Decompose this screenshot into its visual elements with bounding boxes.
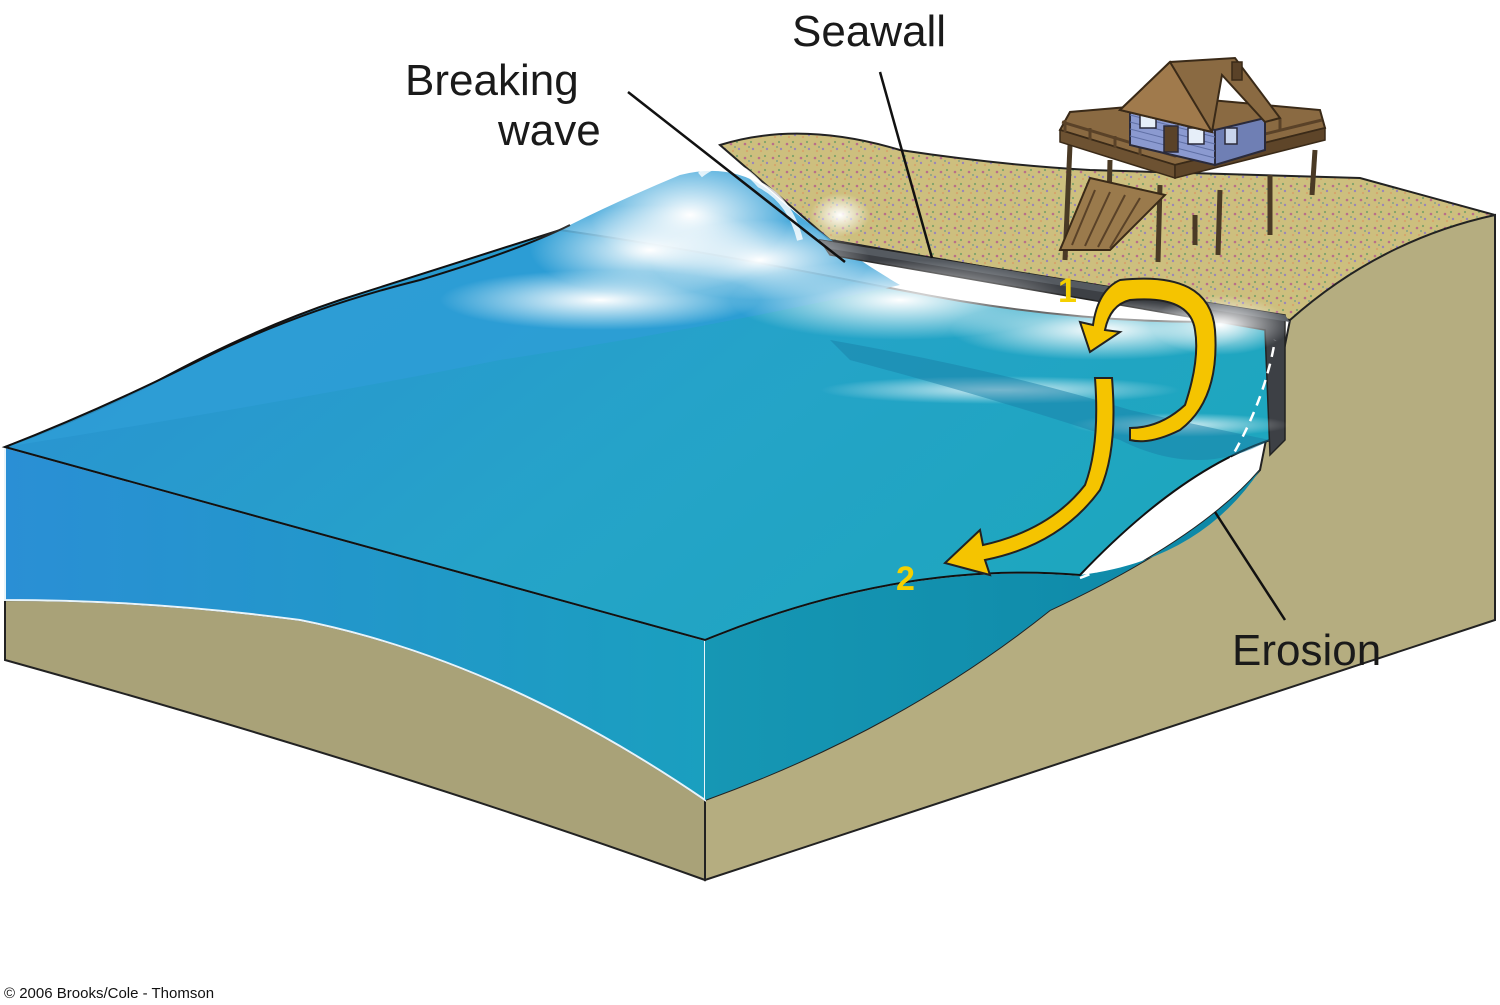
beach-house bbox=[1058, 56, 1327, 263]
breaking-wave-leader-line bbox=[627, 91, 846, 263]
erosion-outline bbox=[1079, 339, 1277, 580]
breaking-wave-foam bbox=[440, 160, 1290, 437]
breaking-wave-label-line1: Breaking bbox=[405, 56, 579, 105]
erosion-leader-line bbox=[1213, 511, 1287, 621]
breaking-wave-label-line2: wave bbox=[497, 106, 601, 155]
step-1-number: 1 bbox=[1058, 272, 1077, 310]
seawall-leader-line bbox=[878, 71, 934, 259]
wave-arrow-2 bbox=[943, 377, 1115, 577]
copyright-credit: © 2006 Brooks/Cole - Thomson bbox=[4, 985, 214, 1002]
wave-arrow-1 bbox=[1078, 277, 1217, 443]
water-front-face bbox=[4, 445, 706, 802]
step-2-number: 2 bbox=[896, 560, 915, 598]
water-right-face bbox=[705, 470, 1260, 800]
seawall-label: Seawall bbox=[792, 7, 946, 56]
erosion-label: Erosion bbox=[1232, 626, 1381, 675]
